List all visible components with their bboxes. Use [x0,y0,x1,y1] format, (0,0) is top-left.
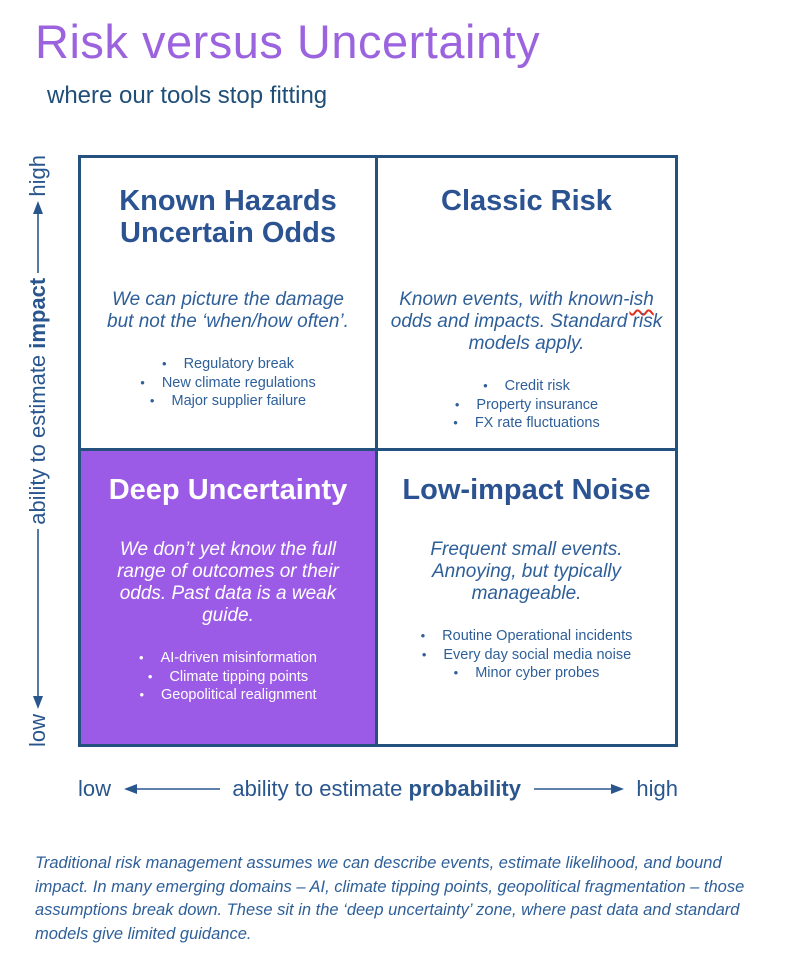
bullet-item: •Every day social media noise [421,646,632,663]
bullet-item: •FX rate fluctuations [453,415,600,431]
spellcheck-squiggle: ish [629,289,654,310]
quadrant-title: Classic Risk [441,185,612,217]
quadrant-title: Low-impact Noise [402,474,651,506]
bullet-item: •Regulatory break [162,356,294,372]
footer-note: Traditional risk management assumes we c… [35,854,745,943]
x-axis-low-label: low [78,776,112,801]
quadrant-matrix: Known Hazards Uncertain Odds We can pict… [78,155,678,747]
arrow-left-icon [123,783,220,795]
x-axis: low ability to estimate probability high [78,773,678,805]
bullet-dot-icon: • [139,650,144,665]
quadrant-description: Known events, with known-ish odds and im… [390,289,663,354]
quadrant-bullet-list: •Credit risk •Property insurance •FX rat… [378,377,675,433]
bullet-dot-icon: • [147,668,153,684]
bullet-item: •Climate tipping points [147,668,309,685]
bullet-dot-icon: • [162,356,167,371]
quadrant-bullet-list: •AI-driven misinformation •Climate tippi… [81,649,375,705]
bullet-item: •Geopolitical realignment [139,687,317,703]
page-subtitle: where our tools stop fitting [47,82,328,109]
bullet-item: •Credit risk [483,378,570,394]
page-title: Risk versus Uncertainty [35,15,541,68]
bullet-dot-icon: • [453,665,459,680]
x-axis-high-label: high [636,776,678,801]
bullet-dot-icon: • [421,646,427,662]
arrow-up-icon [32,201,44,274]
bullet-item: •Property insurance [454,396,599,413]
quadrant-known-hazards: Known Hazards Uncertain Odds We can pict… [81,158,378,451]
quadrant-title: Known Hazards Uncertain Odds [119,185,337,249]
arrow-down-icon [32,529,44,710]
bullet-dot-icon: • [483,378,488,393]
quadrant-description: We can picture the damage but not the ‘w… [107,289,349,332]
quadrant-title: Deep Uncertainty [108,474,348,506]
bullet-dot-icon: • [453,415,458,430]
bullet-item: •Minor cyber probes [453,665,600,681]
y-axis-high-label: high [25,155,50,197]
x-axis-label: ability to estimate probability [232,776,521,802]
bullet-dot-icon: • [140,374,145,390]
bullet-item: •Major supplier failure [149,393,307,409]
quadrant-deep-uncertainty: Deep Uncertainty We don’t yet know the f… [81,451,378,744]
bullet-item: •New climate regulations [140,374,316,391]
bullet-dot-icon: • [139,687,144,702]
arrow-right-icon [533,783,624,795]
bullet-item: •AI-driven misinformation [139,650,317,666]
x-axis-label-bold: probability [408,776,521,801]
quadrant-bullet-list: •Regulatory break •New climate regulatio… [81,355,375,411]
quadrant-description: We don’t yet know the full range of outc… [117,539,339,626]
quadrant-bullet-list: •Routine Operational incidents •Every da… [378,627,675,683]
x-axis-label-regular: ability to estimate [232,776,409,801]
y-axis-label-regular: ability to estimate [25,348,50,525]
quadrant-classic-risk: Classic Risk Known events, with known-is… [378,158,675,451]
y-axis-low-label: low [25,713,50,747]
y-axis-label: ability to estimate impact [25,278,51,525]
y-axis: low ability to estimate impact high [18,155,58,747]
bullet-dot-icon: • [420,628,426,643]
y-axis-label-bold: impact [25,277,50,349]
bullet-dot-icon: • [454,396,460,412]
quadrant-low-impact-noise: Low-impact Noise Frequent small events. … [378,451,675,744]
bullet-dot-icon: • [149,393,155,408]
quadrant-description: Frequent small events. Annoying, but typ… [430,539,623,604]
bullet-item: •Routine Operational incidents [420,628,633,644]
